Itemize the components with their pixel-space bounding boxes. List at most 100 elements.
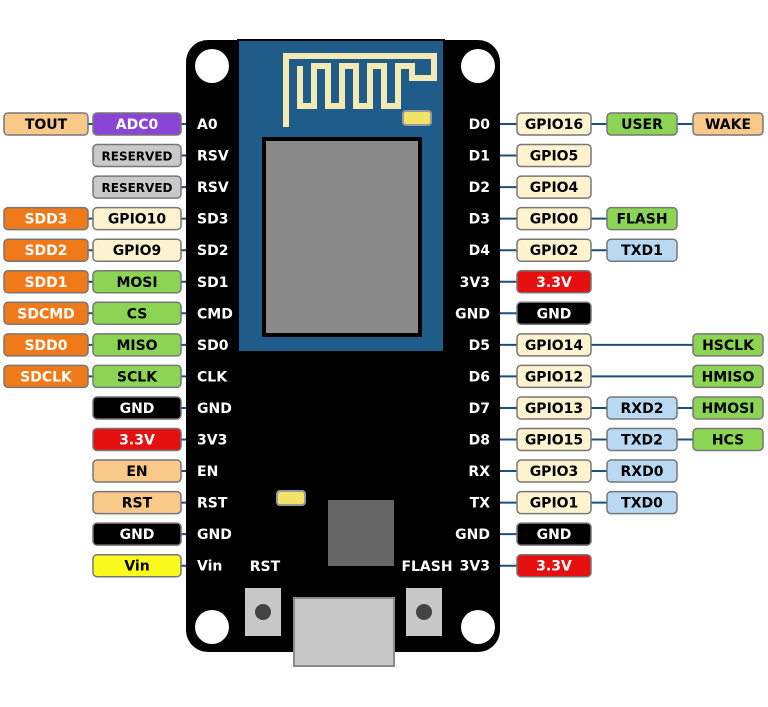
left-tag-gnd-label: GND	[120, 527, 155, 543]
left-tag-mosi-box	[92, 270, 182, 294]
right-tag-user-label: USER	[621, 117, 663, 133]
right-tag-txd0-label: TXD0	[621, 496, 663, 512]
right-pin-label: D2	[469, 180, 490, 196]
right-tag-gpio2-box	[516, 238, 592, 262]
left-pin-label: EN	[197, 464, 218, 480]
right-pin-label: 3V3	[460, 559, 490, 575]
left-pin-label: RSV	[197, 149, 229, 165]
left-tag-sdd0-box	[3, 333, 89, 357]
right-tag-hmosi-label: HMOSI	[702, 401, 755, 417]
left-pin-label: 3V3	[197, 433, 227, 449]
left-pin-label: SD3	[197, 212, 228, 228]
right-tag-rxd0-box	[606, 459, 678, 483]
board-led	[276, 490, 306, 506]
left-tag-en-box	[92, 459, 182, 483]
left-tag-sdclk-box	[3, 364, 89, 389]
right-tag-gpio15: GPIO15	[516, 427, 592, 452]
left-tag-sdcmd: SDCMD	[3, 301, 89, 326]
right-tag-gpio1-label: GPIO1	[530, 496, 579, 512]
left-tag-vin-box	[92, 553, 182, 578]
left-tag-gnd: GND	[92, 522, 182, 546]
right-tag-hsclk-label: HSCLK	[702, 338, 755, 354]
right-tag-txd2-box	[606, 427, 678, 452]
right-tag-txd2: TXD2	[606, 427, 678, 452]
right-tag-gpio13-label: GPIO13	[525, 401, 583, 417]
left-tag-sdd1-label: SDD1	[24, 275, 67, 291]
right-tag-3-3v-box	[516, 553, 592, 578]
usb-chip	[328, 500, 394, 566]
flash-button-icon	[416, 604, 432, 620]
left-tag-sdd2-label: SDD2	[24, 243, 67, 259]
left-tag-sdcmd-label: SDCMD	[17, 306, 75, 322]
right-pin-label: D8	[469, 433, 490, 449]
left-tag-mosi-label: MOSI	[116, 275, 157, 291]
right-tag-txd1: TXD1	[606, 238, 678, 262]
left-tag-reserved: RESERVED	[92, 175, 182, 199]
left-tag-sdd3: SDD3	[3, 206, 89, 231]
mounting-hole-bottom-right	[461, 610, 495, 644]
right-tag-rxd2-box	[606, 396, 678, 420]
right-tag-gnd-label: GND	[537, 306, 572, 322]
left-tag-en: EN	[92, 459, 182, 483]
left-tag-sdd2-box	[3, 238, 89, 262]
right-tag-3-3v: 3.3V	[516, 270, 592, 294]
left-tag-tout: TOUT	[3, 112, 89, 136]
right-tag-txd1-label: TXD1	[621, 243, 663, 259]
left-pin-label: SD0	[197, 338, 229, 354]
left-tag-3-3v-label: 3.3V	[119, 433, 155, 449]
right-tag-wake-box	[692, 112, 764, 136]
right-pin-label: GND	[455, 527, 490, 543]
antenna-trace-icon	[283, 53, 437, 127]
right-tag-hmiso-label: HMISO	[702, 369, 755, 385]
mounting-hole-top-right	[461, 49, 495, 83]
left-tag-rst-label: RST	[122, 496, 153, 512]
right-tag-gpio12-label: GPIO12	[525, 369, 583, 385]
left-pin-label: RSV	[197, 180, 229, 196]
left-tag-gnd-label: GND	[120, 401, 155, 417]
left-tag-rst: RST	[92, 490, 182, 515]
flash-button-label: FLASH	[401, 559, 452, 575]
left-pin-label: RST	[197, 496, 228, 512]
left-tag-gpio9-box	[92, 238, 182, 262]
right-tag-gpio16: GPIO16	[516, 112, 592, 136]
right-tag-gpio3-box	[516, 459, 592, 483]
right-tag-flash: FLASH	[606, 206, 678, 231]
right-tag-user: USER	[606, 112, 678, 136]
right-tag-gpio3-label: GPIO3	[530, 464, 579, 480]
right-tag-gnd: GND	[516, 301, 592, 326]
right-tag-hmiso-box	[692, 364, 764, 389]
right-pin-label: D5	[469, 338, 490, 354]
right-tag-gpio13: GPIO13	[516, 396, 592, 420]
right-pin-label: D0	[469, 117, 491, 133]
left-tag-gpio9: GPIO9	[92, 238, 182, 262]
left-tag-sdd3-box	[3, 206, 89, 231]
left-tag-gpio9-label: GPIO9	[113, 243, 162, 259]
left-tag-sclk-label: SCLK	[117, 369, 158, 385]
right-tag-gpio2-label: GPIO2	[530, 243, 579, 259]
right-tag-gpio1-box	[516, 490, 592, 515]
left-tag-cs: CS	[92, 301, 182, 326]
right-tag-gpio15-box	[516, 427, 592, 452]
pin-function-tags: ADC0TOUTRESERVEDRESERVEDGPIO10SDD3GPIO9S…	[3, 112, 764, 578]
right-tag-gpio14-box	[516, 333, 592, 357]
left-tag-sdd1: SDD1	[3, 270, 89, 294]
mounting-hole-bottom-left	[195, 610, 229, 644]
right-tag-gpio15-label: GPIO15	[525, 433, 583, 449]
right-tag-gpio0-label: GPIO0	[530, 212, 579, 228]
left-tag-reserved-box	[92, 175, 182, 199]
right-tag-gpio1: GPIO1	[516, 490, 592, 515]
left-tag-sdd0-label: SDD0	[24, 338, 67, 354]
left-tag-en-label: EN	[126, 464, 147, 480]
right-tag-hsclk-box	[692, 333, 764, 357]
left-tag-sclk-box	[92, 364, 182, 389]
left-tag-rst-box	[92, 490, 182, 515]
left-tag-reserved-box	[92, 143, 182, 168]
left-tag-reserved-label: RESERVED	[102, 150, 173, 164]
right-tag-3-3v-label: 3.3V	[536, 275, 572, 291]
left-tag-sdd2: SDD2	[3, 238, 89, 262]
right-pin-label: D7	[469, 401, 490, 417]
right-tag-gpio3: GPIO3	[516, 459, 592, 483]
right-tag-gpio2: GPIO2	[516, 238, 592, 262]
usb-port[interactable]	[293, 597, 395, 667]
